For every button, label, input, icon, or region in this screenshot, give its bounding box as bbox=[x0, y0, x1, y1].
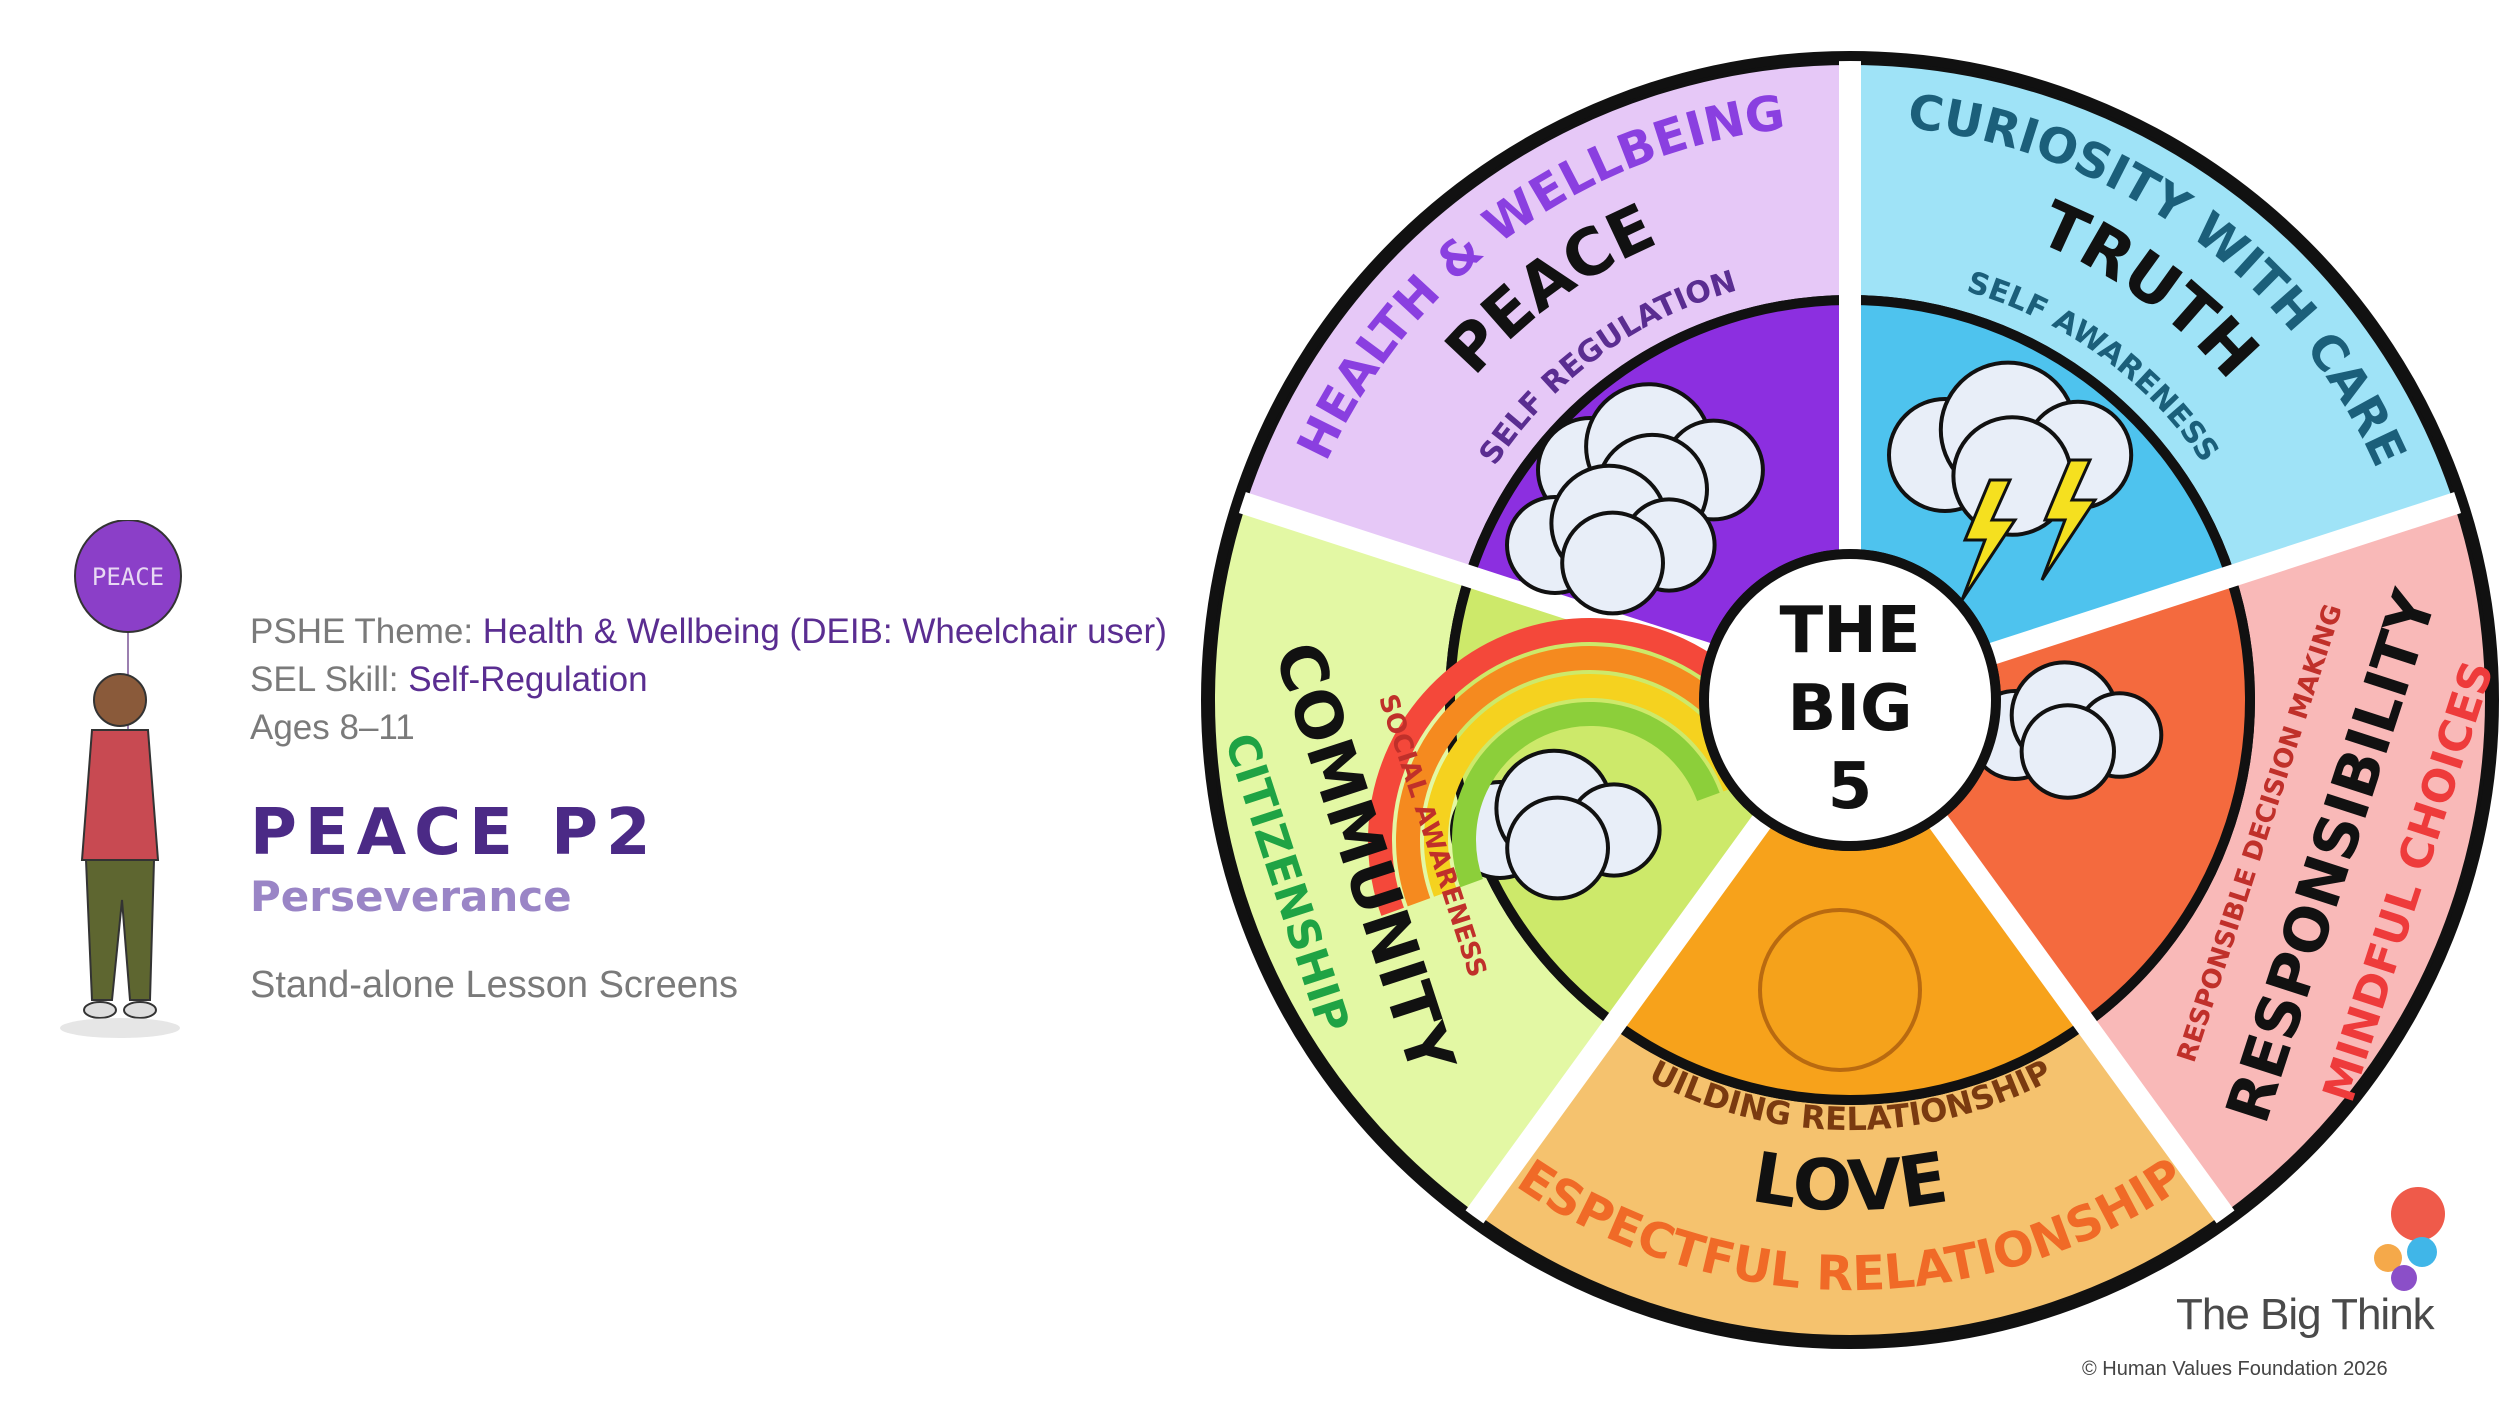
sel-value: Self-Regulation bbox=[408, 660, 648, 699]
logo-dot-red bbox=[2391, 1187, 2445, 1241]
love-value-label: LOVE bbox=[1747, 1136, 1953, 1228]
wheel-hub: THE BIG 5 bbox=[1699, 549, 2001, 851]
segment-divider bbox=[1926, 811, 2241, 1233]
hub-circle bbox=[1699, 549, 2001, 851]
screens-note: Stand-alone Lesson Screens bbox=[250, 964, 738, 1006]
hub-line-3: 5 bbox=[1828, 750, 1873, 824]
child-shirt bbox=[80, 729, 160, 861]
child-shoe-right bbox=[123, 1001, 157, 1019]
brand-name: The Big Think bbox=[2176, 1290, 2435, 1339]
segment-divider bbox=[1985, 488, 2472, 666]
hub-line-2: BIG bbox=[1787, 672, 1912, 746]
responsibility-cloud-icon bbox=[1969, 660, 2164, 800]
logo-dot-blue bbox=[2407, 1237, 2437, 1267]
sel-skill-line: SEL Skill: Self-Regulation bbox=[250, 656, 1167, 704]
lesson-title: PEACE P2 bbox=[250, 796, 659, 870]
sun-icon bbox=[1758, 908, 1922, 1072]
sel-label: SEL Skill: bbox=[250, 660, 399, 699]
balloon-label: PEACE bbox=[92, 563, 164, 591]
child-trousers bbox=[84, 859, 156, 1001]
hub-line-1: THE bbox=[1780, 594, 1921, 668]
pshe-value: Health & Wellbeing (DEIB: Wheelchair use… bbox=[482, 612, 1167, 651]
child-shoe-left bbox=[83, 1001, 117, 1019]
lesson-subtitle: Perseverance bbox=[250, 872, 572, 921]
child-with-balloon-illustration: PEACE bbox=[60, 520, 182, 1038]
child-shadow bbox=[60, 1018, 180, 1038]
rainbow-arc bbox=[1424, 674, 1746, 897]
ages-line: Ages 8–11 bbox=[250, 708, 415, 747]
balloon-icon bbox=[74, 520, 182, 633]
wheel-rim bbox=[1201, 51, 2499, 1349]
rainbow-arc bbox=[1452, 702, 1720, 888]
peace-cloud-icon bbox=[1505, 463, 1717, 616]
copyright: © Human Values Foundation 2026 bbox=[2082, 1358, 2388, 1380]
pshe-label: PSHE Theme: bbox=[250, 612, 474, 651]
wheel-sectors bbox=[1201, 50, 2499, 1349]
brand-logo-dots bbox=[2374, 1187, 2445, 1291]
lesson-info: PSHE Theme: Health & Wellbeing (DEIB: Wh… bbox=[250, 608, 1167, 1007]
lightning-icon bbox=[2040, 458, 2098, 581]
logo-dot-orange bbox=[2374, 1244, 2402, 1272]
segment-divider bbox=[1459, 811, 1774, 1233]
lightning-icon bbox=[1960, 478, 2018, 601]
logo-dot-purple bbox=[2391, 1265, 2417, 1291]
child-head bbox=[93, 673, 147, 727]
pshe-theme-line: PSHE Theme: Health & Wellbeing (DEIB: Wh… bbox=[250, 608, 1167, 656]
